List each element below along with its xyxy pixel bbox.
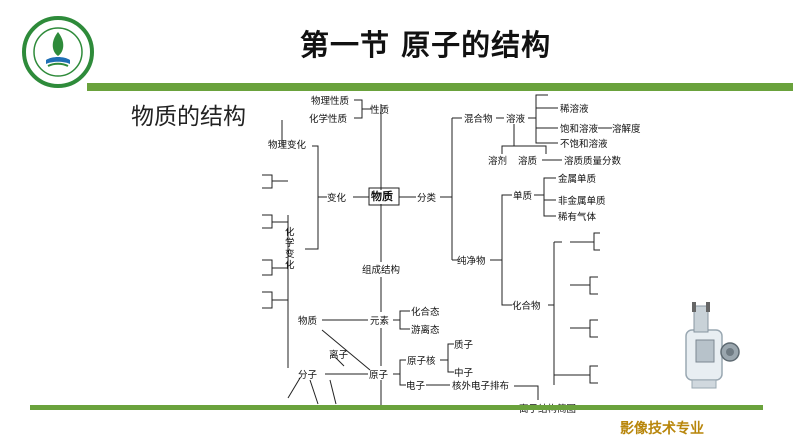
label-chemical-change-1: 化 (285, 226, 295, 238)
label-combined-state: 化合态 (411, 306, 440, 318)
label-classify: 分类 (417, 192, 437, 204)
label-composition: 组成结构 (362, 264, 400, 276)
label-electron-arrangement: 核外电子排布 (452, 380, 509, 392)
label-solubility: 溶解度 (612, 123, 641, 135)
label-unsaturated-solution: 不饱和溶液 (560, 138, 608, 150)
school-logo (22, 16, 94, 88)
label-electron: 电子 (406, 380, 426, 392)
label-solute: 溶质 (518, 155, 538, 167)
header-divider (87, 83, 793, 91)
label-molecule: 分子 (298, 370, 318, 381)
label-nucleus: 原子核 (407, 355, 436, 367)
label-chemical-property: 化学性质 (309, 113, 348, 125)
label-neutron: 中子 (454, 367, 474, 379)
label-metal-element: 金属单质 (558, 173, 597, 185)
label-mass-fraction: 溶质质量分数 (564, 155, 622, 167)
label-chemical-change-4: 化 (285, 259, 295, 271)
label-proton: 质子 (454, 339, 474, 351)
root-label: 物质 (371, 189, 393, 203)
label-solvent: 溶剂 (488, 155, 507, 167)
label-physical-property: 物理性质 (311, 95, 350, 107)
label-chemical-change-2: 学 (285, 237, 295, 249)
label-dilute-solution: 稀溶液 (560, 103, 589, 115)
label-pure-substance: 纯净物 (457, 255, 486, 267)
label-mixture: 混合物 (464, 113, 493, 125)
label-compound: 化合物 (512, 300, 541, 312)
page-title: 第一节 原子的结构 (300, 28, 552, 62)
label-nonmetal-element: 非金属单质 (558, 195, 606, 207)
section-subtitle: 物质的结构 (131, 104, 246, 130)
label-atom: 原子 (369, 370, 389, 381)
label-substance2: 物质 (298, 315, 318, 327)
xray-tube-image (685, 302, 740, 389)
label-chemical-change-3: 变 (285, 248, 295, 260)
label-change: 变化 (327, 192, 347, 204)
label-physical-change: 物理变化 (268, 139, 307, 151)
label-solution: 溶液 (506, 113, 526, 125)
label-noble-gas: 稀有气体 (558, 211, 597, 223)
label-element: 元素 (370, 315, 390, 327)
label-saturated-solution: 饱和溶液 (560, 123, 599, 135)
label-free-state: 游离态 (411, 324, 440, 336)
footer-divider (30, 405, 763, 410)
label-element-substance: 单质 (513, 190, 533, 202)
footer-label: 影像技术专业 (620, 421, 704, 437)
label-property: 性质 (370, 104, 390, 116)
label-ion: 离子 (329, 349, 349, 361)
